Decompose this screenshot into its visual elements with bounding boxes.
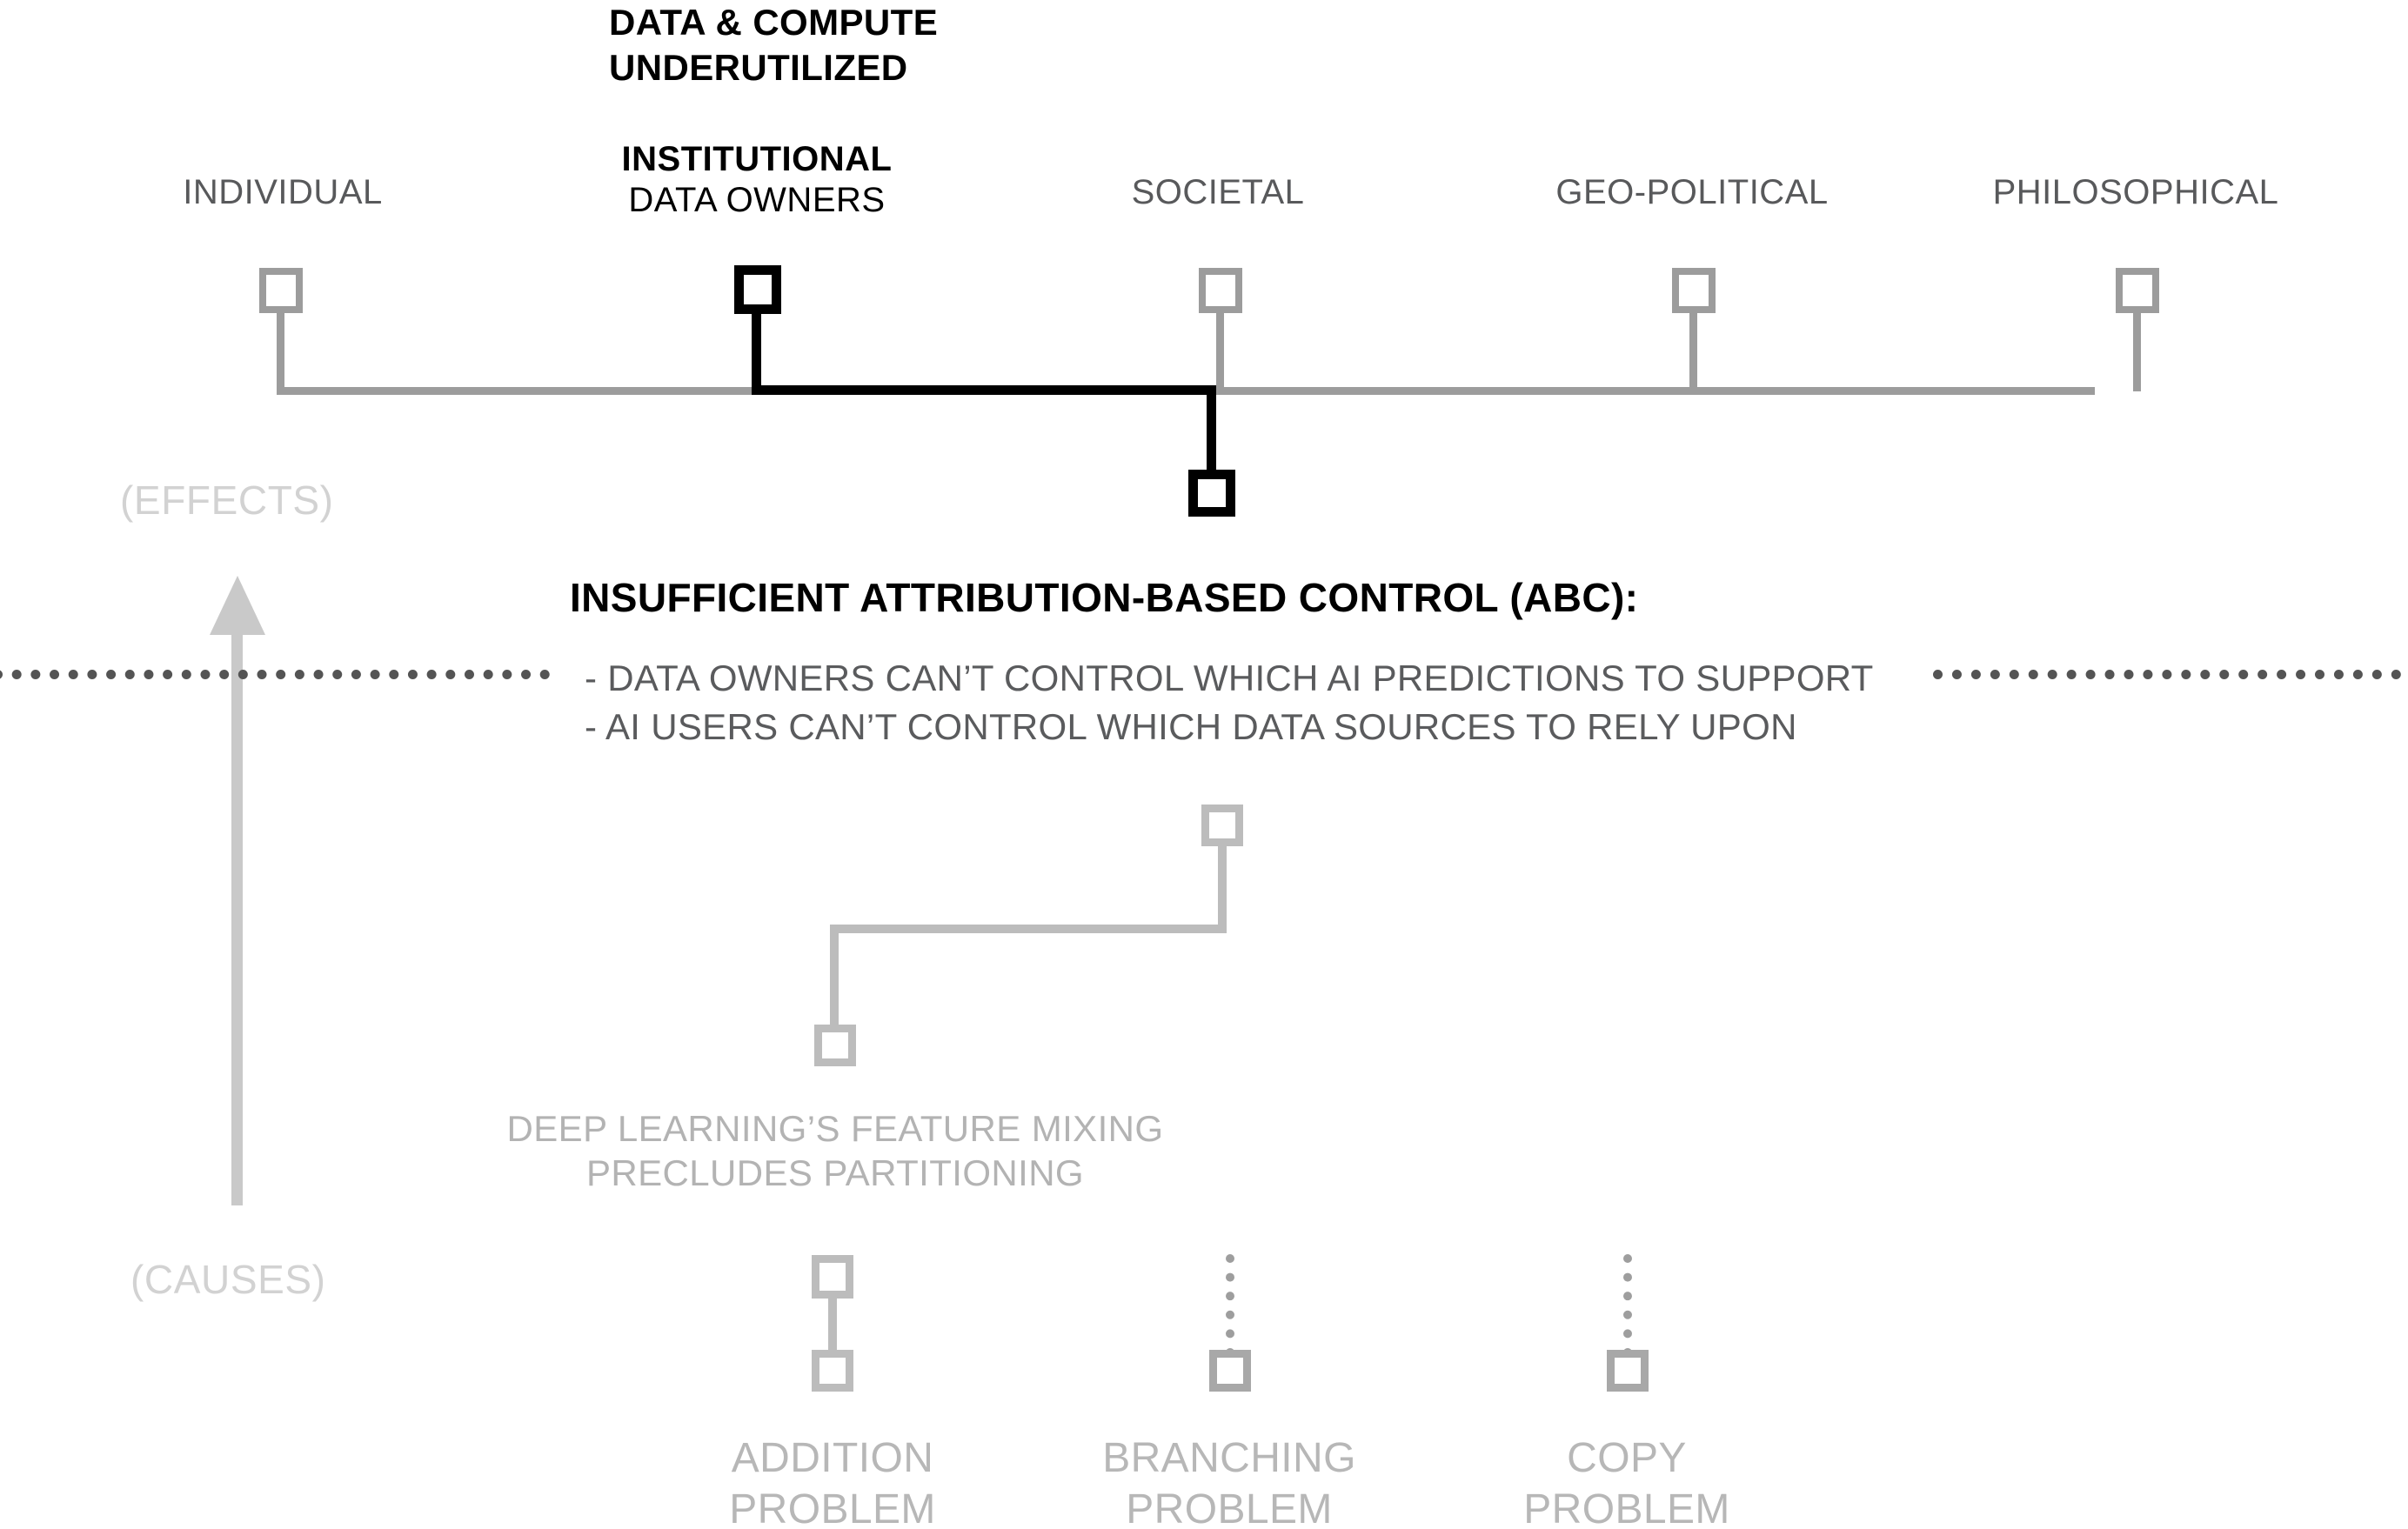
title-line1: DATA & COMPUTE	[609, 2, 939, 43]
effects-axis-label: (EFFECTS)	[120, 477, 334, 523]
cause-branch-drop-left	[830, 925, 839, 1031]
emphasis-drop-to-effect	[1207, 385, 1216, 477]
top-node-label-philosophical: PHILOSOPHICAL	[1992, 173, 2279, 211]
top-drop-philosophical	[2133, 311, 2141, 391]
cause-branch-drop-right	[1218, 844, 1227, 931]
problem-addition-node-top[interactable]	[812, 1255, 853, 1299]
problem-addition-node-bottom[interactable]	[812, 1350, 853, 1392]
emphasis-drop-institutional	[752, 311, 761, 395]
top-drop-geo-political	[1689, 311, 1697, 391]
cause-branch-rail	[830, 925, 1227, 933]
top-rail-right	[1216, 387, 2095, 395]
cause-branch-label-line2: PRECLUDES PARTITIONING	[585, 1152, 1085, 1194]
cause-node-lower[interactable]	[814, 1025, 856, 1066]
top-node-label-institutional-sub: DATA OWNERS	[628, 181, 886, 220]
problem-copy-label: COPY PROBLEM	[1523, 1433, 1730, 1529]
problem-addition-label-line1: ADDITION	[731, 1435, 934, 1481]
problem-copy-label-line1: COPY	[1567, 1435, 1687, 1481]
top-node-societal[interactable]	[1199, 268, 1242, 313]
cause-branch-label: DEEP LEARNING’S FEATURE MIXING PRECLUDES…	[507, 1106, 1164, 1195]
top-node-label-individual: INDIVIDUAL	[183, 173, 383, 211]
problem-addition-label: ADDITION PROBLEM	[729, 1433, 936, 1529]
problem-copy-node[interactable]	[1607, 1350, 1649, 1392]
problem-branching-node[interactable]	[1209, 1350, 1251, 1392]
top-node-label-institutional-main: INSTITUTIONAL	[621, 140, 893, 178]
problem-copy-connector	[1623, 1254, 1632, 1357]
causes-to-effects-arrow-stem	[231, 624, 243, 1205]
problem-branching-label-line1: BRANCHING	[1102, 1435, 1356, 1481]
abc-bullet-2: - AI USERS CAN’T CONTROL WHICH DATA SOUR…	[585, 706, 1797, 747]
top-node-label-geo-political: GEO-POLITICAL	[1555, 173, 1829, 211]
divider-dotted-left	[0, 670, 550, 679]
abc-heading: INSUFFICIENT ATTRIBUTION-BASED CONTROL (…	[570, 575, 1639, 620]
effect-node-abc[interactable]	[1188, 470, 1235, 517]
emphasis-rail	[752, 385, 1216, 395]
top-node-philosophical[interactable]	[2116, 268, 2159, 313]
cause-node-upper[interactable]	[1201, 805, 1243, 846]
causes-axis-label: (CAUSES)	[130, 1257, 326, 1302]
problem-copy-label-line2: PROBLEM	[1523, 1486, 1730, 1529]
problem-branching-label-line2: PROBLEM	[1126, 1486, 1333, 1529]
causes-to-effects-arrow-head	[210, 576, 265, 635]
divider-dotted-right	[1933, 670, 2408, 679]
title-line2: UNDERUTILIZED	[609, 47, 908, 88]
problem-branching-connector	[1226, 1254, 1234, 1357]
problem-addition-label-line2: PROBLEM	[729, 1486, 936, 1529]
top-drop-societal	[1216, 311, 1224, 391]
top-node-label-institutional: INSTITUTIONAL DATA OWNERS	[622, 139, 893, 221]
top-drop-individual	[277, 311, 284, 391]
top-node-institutional[interactable]	[734, 265, 781, 314]
top-node-individual[interactable]	[259, 268, 303, 313]
top-node-geo-political[interactable]	[1672, 268, 1716, 313]
problem-branching-label: BRANCHING PROBLEM	[1102, 1433, 1356, 1529]
top-rail-left	[277, 387, 1225, 395]
problem-addition-connector	[828, 1296, 837, 1357]
cause-branch-label-line1: DEEP LEARNING’S FEATURE MIXING	[506, 1108, 1164, 1149]
abc-bullet-1: - DATA OWNERS CAN’T CONTROL WHICH AI PRE…	[585, 658, 1874, 698]
top-node-label-societal: SOCIETAL	[1131, 173, 1305, 211]
